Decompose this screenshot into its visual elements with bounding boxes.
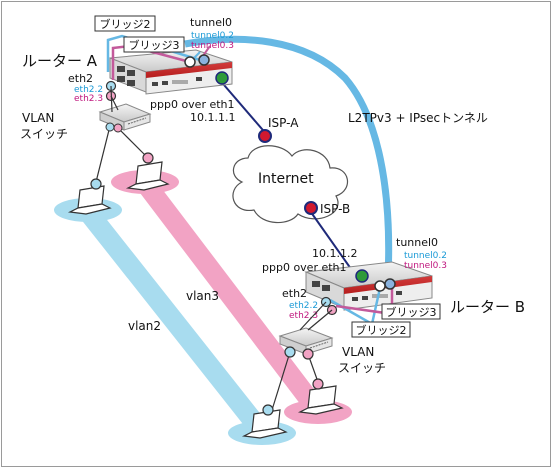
internet-cloud <box>232 145 348 224</box>
router-a-name: ルーター A <box>22 52 98 70</box>
router-b-name: ルーター B <box>450 298 525 316</box>
router-a <box>109 49 233 95</box>
laptop-b-vlan2 <box>241 409 288 439</box>
router-b <box>304 261 433 311</box>
router-a-tunnel-bridge2-port <box>184 56 196 68</box>
bridge3-b-label-box: ブリッジ3 <box>381 303 441 320</box>
router-b-ppp: ppp0 over eth1 <box>262 261 347 274</box>
l2tpv3-tunnel <box>184 35 393 279</box>
router-b-tunnel-bridge3-port <box>384 278 396 290</box>
router-a-tunnel0: tunnel0 <box>190 16 232 29</box>
switch-b-label2: スイッチ <box>338 361 386 375</box>
router-a-tunnel-bridge3-port <box>198 54 210 66</box>
switch-a-label1: VLAN <box>22 111 54 125</box>
bridge3-a-label-box: ブリッジ3 <box>123 36 185 53</box>
tunnel-label: L2TPv3 + IPsecトンネル <box>348 111 488 125</box>
vlan3-label: vlan3 <box>186 289 219 303</box>
switch-b-label1: VLAN <box>342 345 374 359</box>
bridge2-a-label: ブリッジ2 <box>100 17 151 31</box>
isp-b-label: ISP-B <box>320 202 350 216</box>
bridge3-a-label: ブリッジ3 <box>129 38 180 52</box>
router-a-tunnel02: tunnel0.2 <box>191 31 234 41</box>
router-b-tunnel0: tunnel0 <box>396 236 438 249</box>
bridge2-a-label-box: ブリッジ2 <box>94 15 156 32</box>
router-b-tunnel-bridge2-port <box>374 280 386 292</box>
isp-b-node <box>304 201 318 215</box>
router-b-tunnel02: tunnel0.2 <box>404 251 447 261</box>
router-a-tunnel03: tunnel0.3 <box>191 41 234 51</box>
isp-b-link <box>307 207 357 277</box>
router-b-eth1-port <box>355 269 369 283</box>
vlan-switch-a <box>98 103 152 131</box>
switch-a-label2: スイッチ <box>20 127 68 141</box>
bridge3-b-label: ブリッジ3 <box>386 305 437 319</box>
router-a-eth1-port <box>215 71 229 85</box>
router-b-ip: 10.1.1.2 <box>312 247 357 260</box>
router-a-eth22: eth2.2 <box>74 85 103 95</box>
router-b-eth2: eth2 <box>282 287 307 300</box>
router-a-ppp: ppp0 over eth1 <box>150 98 235 111</box>
router-a-eth2: eth2 <box>68 72 93 85</box>
internet-label: Internet <box>258 171 314 187</box>
bridge2-b-label: ブリッジ2 <box>356 323 407 337</box>
router-a-eth23: eth2.3 <box>74 94 103 104</box>
router-b-tunnel03: tunnel0.3 <box>404 261 447 271</box>
vlan2-label: vlan2 <box>128 319 161 333</box>
bridge3-a-link <box>111 44 191 80</box>
isp-a-label: ISP-A <box>268 116 299 130</box>
laptop-a-vlan3 <box>125 161 170 191</box>
isp-a-node <box>258 129 272 143</box>
router-a-ip: 10.1.1.1 <box>190 111 235 124</box>
router-b-eth22: eth2.2 <box>289 301 318 311</box>
router-b-eth23: eth2.3 <box>289 311 318 321</box>
laptop-b-vlan3 <box>297 385 344 415</box>
bridge2-b-label-box: ブリッジ2 <box>351 321 411 338</box>
isp-a-link <box>217 77 269 137</box>
